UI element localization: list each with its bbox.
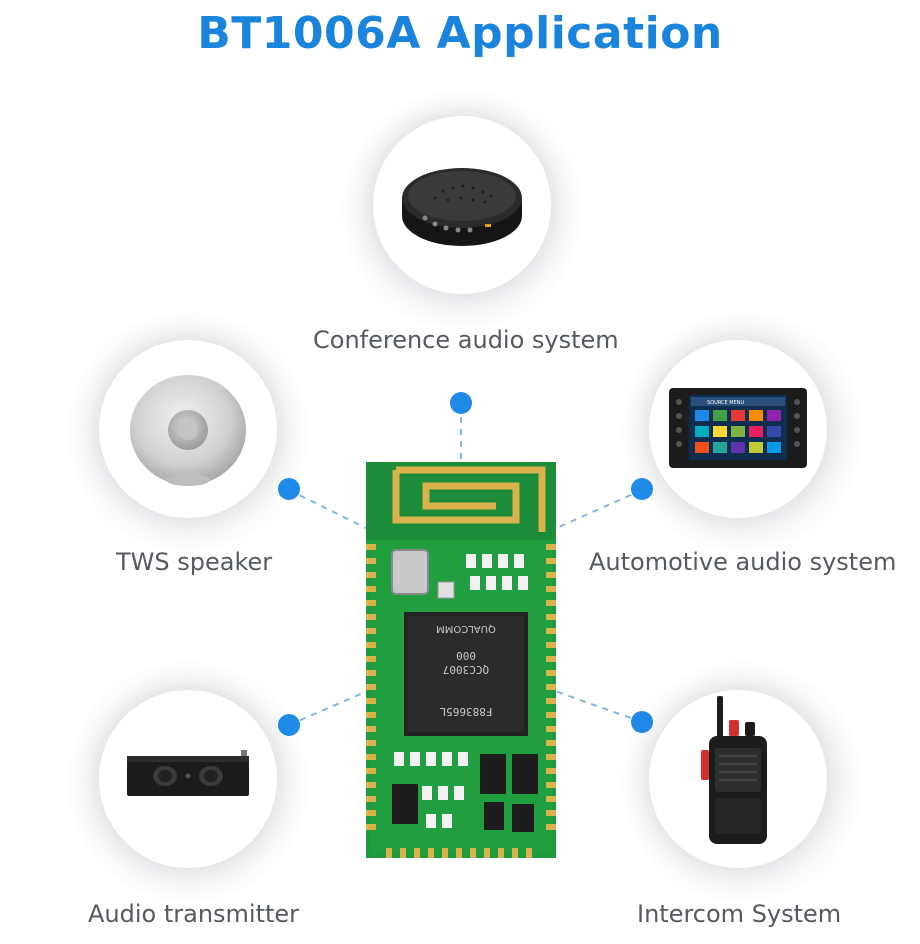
- tws-circle: [99, 340, 277, 518]
- automotive-circle: SOURCE MENU: [649, 340, 827, 518]
- dot-transmitter: [278, 714, 300, 736]
- label-intercom: Intercom System: [637, 900, 842, 928]
- dot-intercom: [631, 711, 653, 733]
- dot-tws: [278, 478, 300, 500]
- connector-transmitter: [288, 689, 371, 726]
- label-transmitter: Audio transmitter: [88, 900, 300, 928]
- svg-text:F883665L: F883665L: [439, 705, 492, 718]
- connector-tws: [288, 489, 371, 531]
- audio-transmitter-icon: [127, 750, 249, 796]
- tws-speaker-icon: [130, 375, 246, 486]
- dot-conference: [450, 392, 472, 414]
- car-stereo-icon: SOURCE MENU: [669, 388, 807, 468]
- rf-connector: [437, 581, 455, 599]
- bt1006a-module: F883665L QCC3007 000 QUALCOMM: [366, 462, 556, 858]
- page-title: BT1006A Application: [197, 8, 723, 59]
- connector-intercom: [551, 689, 643, 723]
- connector-automotive: [551, 489, 643, 531]
- svg-text:QCC3007: QCC3007: [443, 663, 489, 676]
- intercom-circle: [649, 690, 827, 868]
- svg-text:SOURCE MENU: SOURCE MENU: [707, 400, 744, 406]
- walkie-talkie-icon: [701, 696, 767, 844]
- crystal: [391, 549, 429, 595]
- antenna-trace: [392, 466, 546, 532]
- svg-text:QUALCOMM: QUALCOMM: [436, 623, 496, 634]
- svg-text:000: 000: [456, 649, 476, 662]
- label-tws: TWS speaker: [116, 548, 273, 576]
- conference-speakerphone-icon: [402, 168, 522, 246]
- label-conference: Conference audio system: [313, 326, 619, 354]
- conference-circle: [373, 116, 551, 294]
- transmitter-circle: [99, 690, 277, 868]
- label-automotive: Automotive audio system: [589, 548, 897, 576]
- dot-automotive: [631, 478, 653, 500]
